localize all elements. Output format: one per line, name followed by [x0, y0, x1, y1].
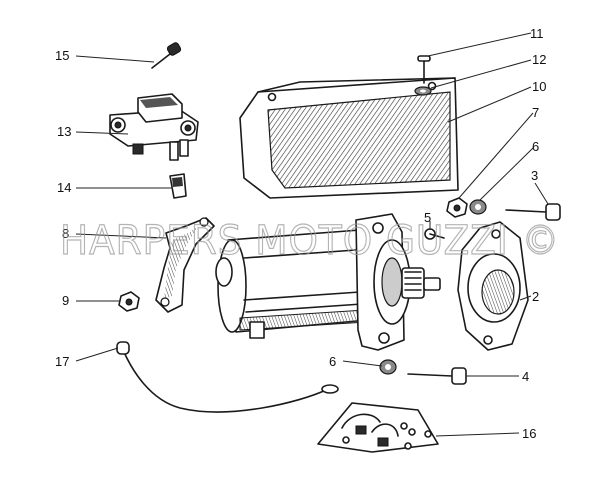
- bolt-icon: [505, 203, 561, 221]
- callout-9: 9: [62, 293, 69, 308]
- washer-icon: [379, 359, 397, 375]
- leader-lines: [75, 32, 549, 437]
- starter-motor-part: [215, 213, 441, 351]
- callout-10: 10: [532, 79, 546, 94]
- solenoid-relay-icon: [109, 93, 199, 161]
- callouts: 11 12 10 7 6 3 5 2 15 13 14 8 9 17 6 4 1…: [55, 26, 546, 441]
- callout-16: 16: [522, 426, 536, 441]
- callout-14: 14: [57, 180, 71, 195]
- washer-icon: [414, 86, 432, 96]
- screw-icon: [417, 55, 431, 84]
- cable-icon: [116, 341, 339, 413]
- screw-icon: [151, 42, 182, 69]
- callout-17: 17: [55, 354, 69, 369]
- callout-6-lower: 6: [329, 354, 336, 369]
- callout-12: 12: [532, 52, 546, 67]
- callout-11: 11: [530, 26, 544, 41]
- nut-icon: [446, 197, 468, 218]
- callout-15: 15: [55, 48, 69, 63]
- callout-4: 4: [522, 369, 529, 384]
- callout-6-upper: 6: [532, 139, 539, 154]
- bracket-icon: [155, 217, 215, 313]
- brush-kit-icon: [317, 402, 439, 453]
- clip-icon: [169, 173, 187, 199]
- bolt-icon: [407, 367, 467, 385]
- screw-icon: [424, 228, 445, 240]
- end-cover-plate-part: [457, 221, 529, 351]
- watermark-text: HARPERS MOTO GUZZI ©: [60, 218, 560, 264]
- callout-8: 8: [62, 226, 69, 241]
- callout-5: 5: [424, 210, 431, 225]
- washer-icon: [469, 199, 487, 215]
- callout-7: 7: [532, 105, 539, 120]
- callout-3: 3: [531, 168, 538, 183]
- cover-part: [239, 77, 459, 199]
- nut-icon: [118, 291, 140, 312]
- callout-2: 2: [532, 289, 539, 304]
- callout-13: 13: [57, 124, 71, 139]
